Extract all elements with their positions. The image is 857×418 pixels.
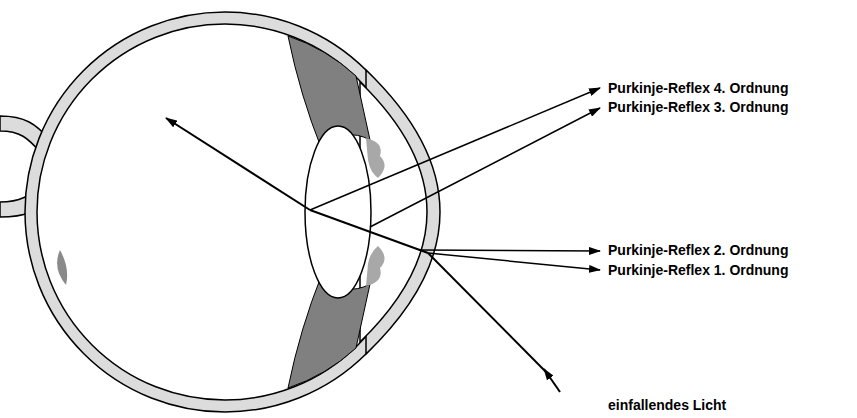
incident-light	[544, 369, 560, 392]
light-label: einfallendes Licht	[608, 397, 726, 413]
light-ray	[310, 210, 428, 253]
reflex-ray	[428, 253, 600, 270]
iris	[366, 246, 385, 286]
reflex-ray	[310, 88, 600, 210]
reflex-ray	[370, 108, 600, 227]
reflex-ray	[420, 250, 600, 251]
sclera	[25, 12, 425, 412]
reflex-label: Purkinje-Reflex 4. Ordnung	[608, 80, 788, 96]
reflex-label: Purkinje-Reflex 2. Ordnung	[608, 242, 788, 258]
iris	[366, 138, 385, 178]
retina-spot	[57, 250, 67, 285]
incident-light	[428, 253, 546, 372]
light-ray	[166, 118, 310, 210]
retina	[37, 24, 413, 400]
reflex-label: Purkinje-Reflex 3. Ordnung	[608, 99, 788, 115]
reflex-label: Purkinje-Reflex 1. Ordnung	[608, 262, 788, 278]
